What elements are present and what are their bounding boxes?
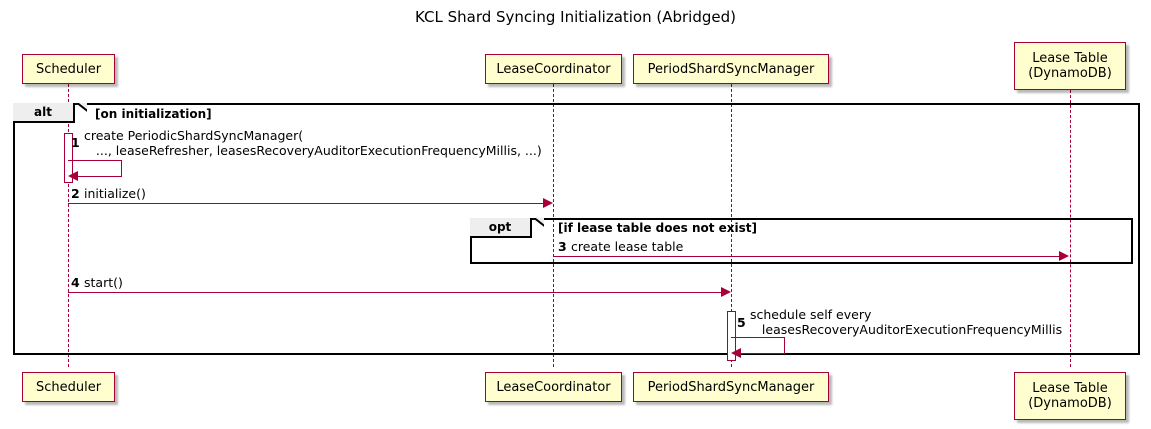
participant-scheduler-top[interactable]: Scheduler bbox=[22, 54, 115, 84]
participant-lease-coordinator-bottom[interactable]: LeaseCoordinator bbox=[485, 372, 622, 402]
lifeline-scheduler bbox=[68, 84, 69, 367]
message-3-label: create lease table bbox=[571, 239, 684, 254]
message-1-line-top bbox=[68, 160, 122, 161]
fragment-alt bbox=[13, 103, 1140, 355]
message-2-number: 2 bbox=[71, 186, 80, 201]
activation-scheduler-1 bbox=[64, 133, 73, 183]
message-1-number: 1 bbox=[71, 135, 80, 150]
message-5-line-bottom bbox=[740, 353, 785, 354]
lifeline-lease-coordinator bbox=[553, 84, 554, 367]
message-1-arrowhead bbox=[68, 171, 78, 181]
participant-scheduler-bottom[interactable]: Scheduler bbox=[22, 372, 115, 402]
message-5-arrowhead bbox=[731, 348, 741, 358]
fragment-alt-operator: alt bbox=[13, 103, 75, 123]
message-1-line-right bbox=[121, 160, 122, 176]
message-3-line bbox=[553, 256, 1060, 257]
lifeline-period-shard-sync-manager bbox=[731, 84, 732, 367]
message-4-line bbox=[68, 292, 723, 293]
message-3-number: 3 bbox=[558, 239, 567, 254]
message-1-label: create PeriodicShardSyncManager( ..., le… bbox=[84, 128, 542, 158]
message-5-line-right bbox=[784, 337, 785, 353]
message-5-number: 5 bbox=[737, 315, 746, 330]
fragment-opt bbox=[470, 218, 1133, 264]
fragment-opt-notch bbox=[532, 218, 544, 238]
message-1-line-bottom bbox=[77, 176, 122, 177]
message-5-label: schedule self every leasesRecoveryAudito… bbox=[750, 307, 1063, 337]
message-4-arrowhead bbox=[721, 287, 731, 297]
activation-period-shard-sync-manager-1 bbox=[727, 311, 736, 361]
lifeline-lease-table bbox=[1070, 90, 1071, 367]
fragment-opt-guard: [if lease table does not exist] bbox=[558, 221, 758, 235]
message-4-label: start() bbox=[84, 275, 123, 290]
message-5-line-top bbox=[731, 337, 785, 338]
participant-lease-table-top[interactable]: Lease Table (DynamoDB) bbox=[1014, 42, 1126, 90]
message-2-line bbox=[68, 203, 545, 204]
participant-period-shard-sync-manager-top[interactable]: PeriodShardSyncManager bbox=[633, 54, 829, 84]
fragment-alt-guard: [on initialization] bbox=[95, 107, 212, 121]
participant-lease-table-bottom[interactable]: Lease Table (DynamoDB) bbox=[1014, 372, 1126, 420]
fragment-opt-operator: opt bbox=[470, 218, 532, 238]
fragment-alt-notch bbox=[75, 103, 87, 123]
message-2-label: initialize() bbox=[84, 186, 146, 201]
message-2-arrowhead bbox=[543, 198, 553, 208]
message-3-arrowhead bbox=[1059, 251, 1069, 261]
message-4-number: 4 bbox=[71, 275, 80, 290]
participant-lease-coordinator-top[interactable]: LeaseCoordinator bbox=[485, 54, 622, 84]
diagram-title: KCL Shard Syncing Initialization (Abridg… bbox=[415, 8, 736, 26]
participant-period-shard-sync-manager-bottom[interactable]: PeriodShardSyncManager bbox=[633, 372, 829, 402]
